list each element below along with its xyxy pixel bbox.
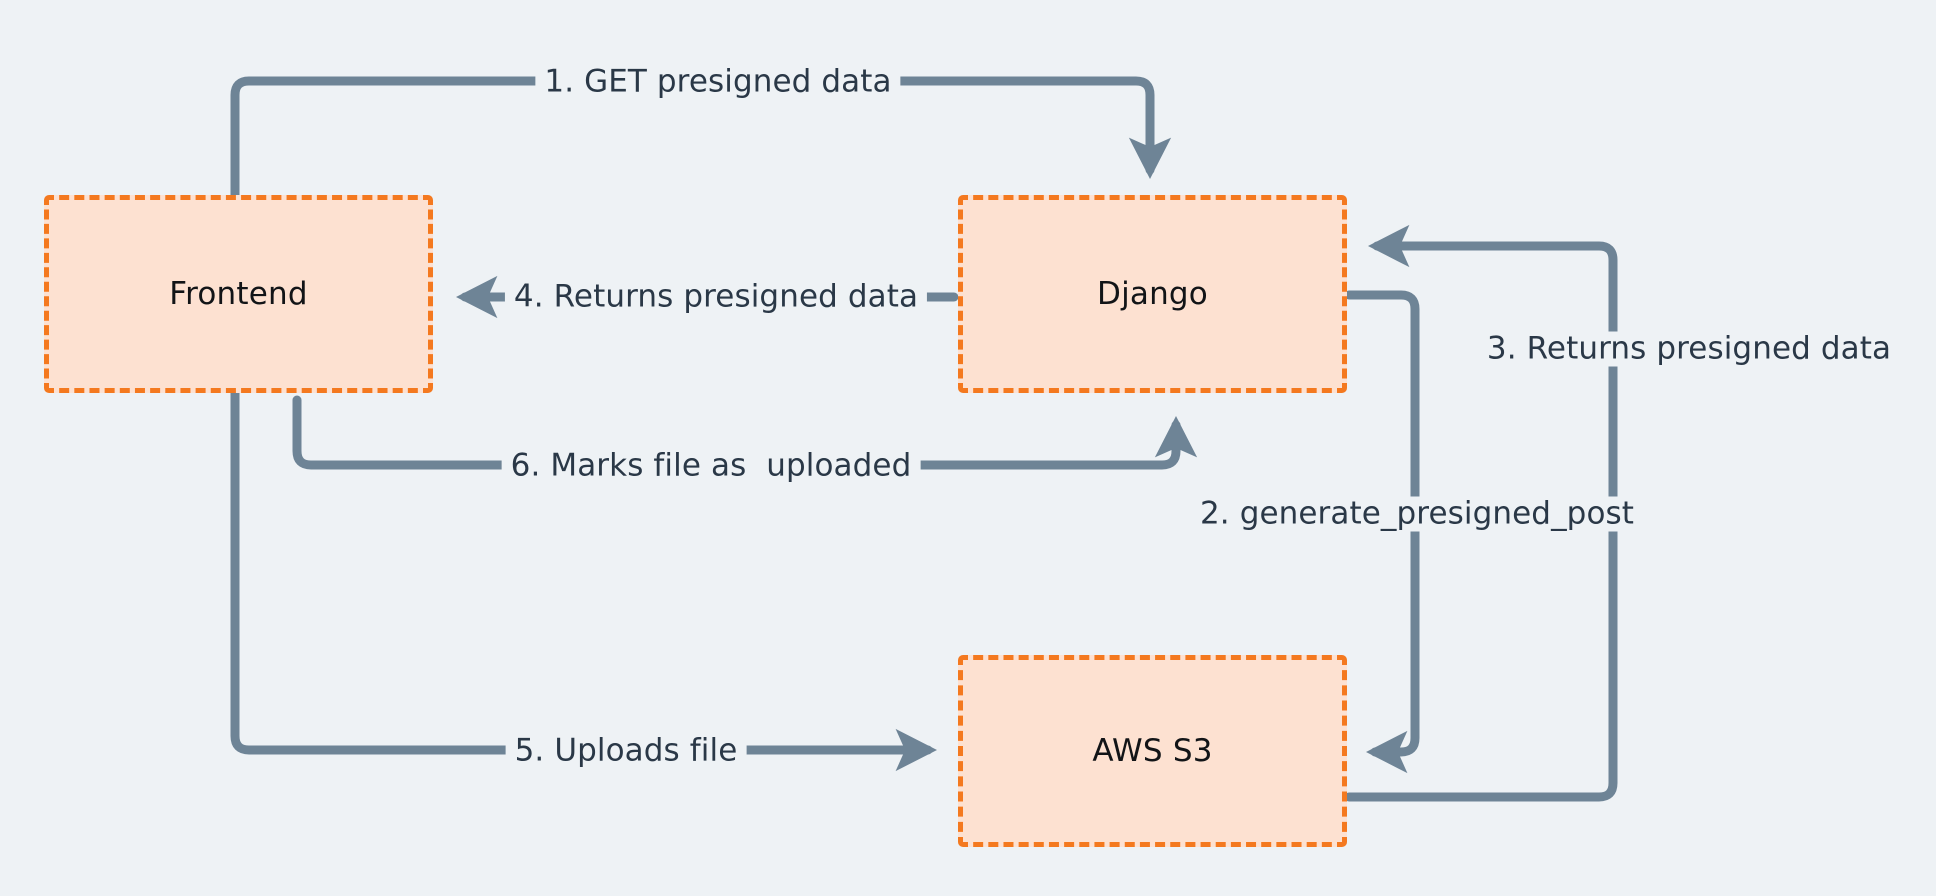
edge-label-4: 4. Returns presigned data bbox=[504, 279, 928, 315]
edge-label-6: 6. Marks file as uploaded bbox=[501, 448, 921, 484]
node-aws-s3-label: AWS S3 bbox=[1092, 733, 1213, 769]
edge-label-3: 3. Returns presigned data bbox=[1477, 331, 1901, 367]
edge-label-5: 5. Uploads file bbox=[505, 733, 747, 769]
edge-label-2: 2. generate_presigned_post bbox=[1190, 496, 1644, 532]
edge-5-path bbox=[230, 388, 938, 772]
node-frontend-label: Frontend bbox=[169, 276, 308, 312]
node-django-label: Django bbox=[1097, 276, 1208, 312]
node-frontend[interactable]: Frontend bbox=[44, 195, 433, 393]
node-aws-s3[interactable]: AWS S3 bbox=[958, 655, 1347, 847]
node-django[interactable]: Django bbox=[958, 195, 1347, 393]
edge-label-1: 1. GET presigned data bbox=[535, 64, 901, 100]
